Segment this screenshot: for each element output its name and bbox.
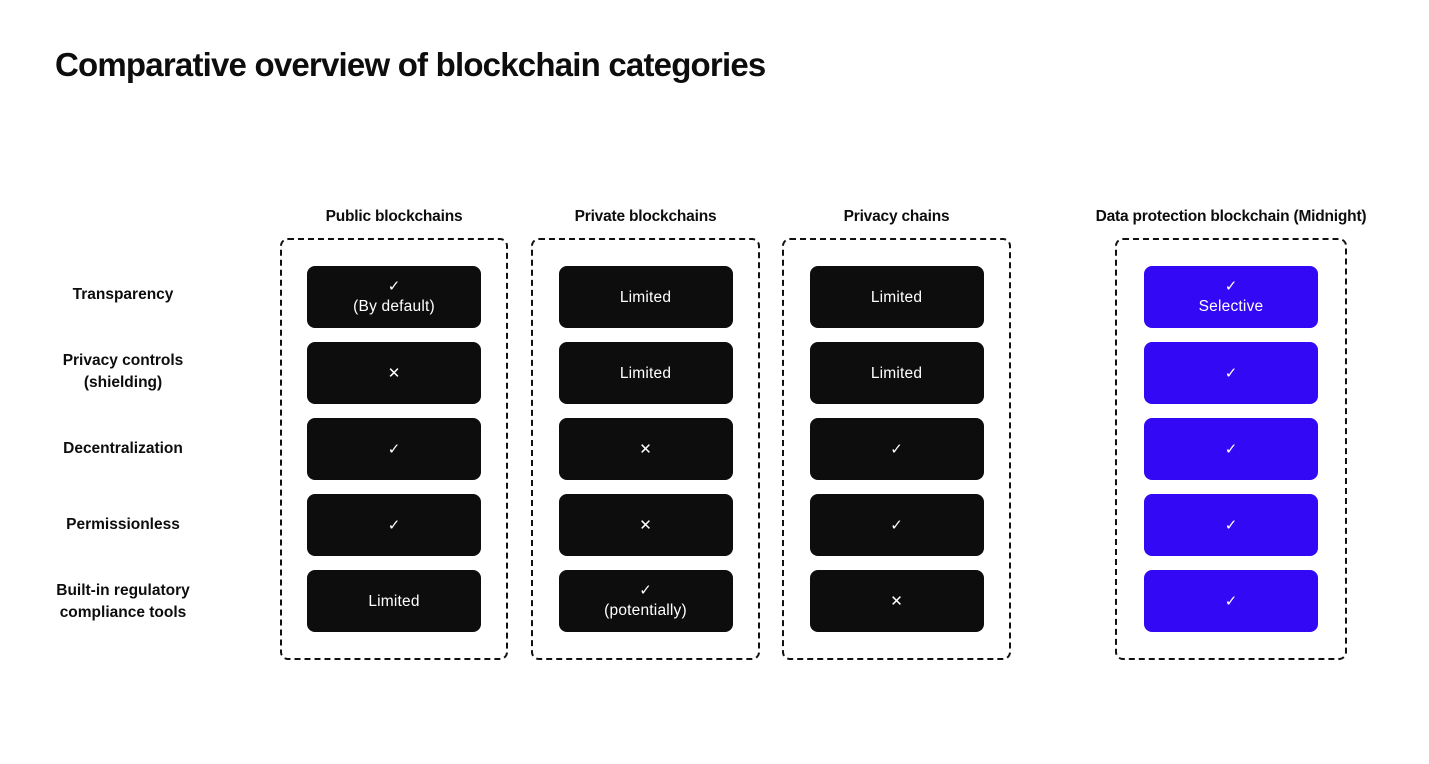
- matrix-cell: ✓ (By default): [307, 266, 481, 328]
- row-arrow: [201, 288, 279, 306]
- column-header: Private blockchains: [574, 208, 717, 225]
- cross-icon: ✕: [890, 591, 903, 610]
- row-label-line: Privacy controls: [62, 352, 184, 369]
- check-icon: ✓: [1224, 277, 1238, 295]
- check-icon: ✓: [639, 581, 652, 599]
- row-arrow: [201, 592, 279, 610]
- link-arrow: [1024, 516, 1101, 534]
- row-label-transparency: Transparency: [23, 284, 223, 306]
- matrix-cell: ✓: [809, 494, 984, 556]
- link-arrow: [1024, 364, 1101, 382]
- link-arrow: [1024, 440, 1101, 458]
- column-outline: Limited Limited ✓ ✓ ✕: [782, 238, 1011, 660]
- cell-text: Limited: [870, 288, 923, 306]
- check-icon: ✓: [1224, 439, 1238, 458]
- column-header: Data protection blockchain (Midnight): [1095, 208, 1367, 225]
- matrix-cell: ✓: [1144, 418, 1318, 480]
- row-label-permissionless: Permissionless: [23, 514, 223, 536]
- matrix-cell: Limited: [809, 342, 984, 404]
- column-header: Privacy chains: [843, 208, 950, 225]
- cell-text: (potentially): [604, 602, 687, 619]
- cell-text: Selective: [1198, 298, 1264, 315]
- row-arrow: [201, 364, 279, 382]
- cell-text: Limited: [870, 364, 923, 382]
- matrix-cell: ✕: [558, 494, 733, 556]
- matrix-cell: ✓: [809, 418, 984, 480]
- matrix-cell: Limited: [558, 342, 733, 404]
- check-icon: ✓: [387, 439, 401, 458]
- matrix-cell: ✓ (potentially): [558, 570, 733, 632]
- matrix-cell: ✓: [307, 494, 481, 556]
- row-label-line: Permissionless: [66, 516, 180, 533]
- matrix-cell: ✓: [1144, 494, 1318, 556]
- cross-icon: ✕: [639, 515, 652, 534]
- matrix-cell: ✓: [1144, 570, 1318, 632]
- check-icon: ✓: [387, 277, 401, 295]
- cell-text: Limited: [368, 592, 420, 610]
- row-label-line: (shielding): [83, 374, 163, 391]
- cell-text: Limited: [619, 364, 672, 382]
- matrix-cell: Limited: [307, 570, 481, 632]
- row-label-decentralization: Decentralization: [23, 438, 223, 460]
- matrix-cell: ✕: [558, 418, 733, 480]
- check-icon: ✓: [890, 515, 903, 534]
- matrix-cell: ✓: [1144, 342, 1318, 404]
- row-label-line: Transparency: [72, 286, 174, 303]
- row-arrow: [201, 516, 279, 534]
- cross-icon: ✕: [387, 363, 401, 382]
- check-icon: ✓: [387, 515, 401, 534]
- check-icon: ✓: [1224, 515, 1238, 534]
- column-outline: ✓ (By default) ✕ ✓ ✓ Limited: [280, 238, 508, 660]
- page-title: Comparative overview of blockchain categ…: [55, 46, 766, 83]
- row-label-privacy-controls: Privacy controls (shielding): [23, 350, 223, 394]
- cell-text: Limited: [619, 288, 672, 306]
- matrix-cell: ✕: [307, 342, 481, 404]
- check-icon: ✓: [1224, 363, 1238, 382]
- matrix-cell: ✓ Selective: [1144, 266, 1318, 328]
- column-outline: ✓ Selective ✓ ✓ ✓ ✓: [1115, 238, 1347, 660]
- cross-icon: ✕: [639, 439, 652, 458]
- column-outline: Limited Limited ✕ ✕ ✓ (potentially): [531, 238, 760, 660]
- row-label-regulatory-compliance: Built-in regulatory compliance tools: [23, 580, 223, 624]
- link-arrow: [1024, 288, 1101, 306]
- link-arrow: [1024, 592, 1101, 610]
- matrix-cell: Limited: [809, 266, 984, 328]
- column-header: Public blockchains: [325, 208, 463, 225]
- matrix-cell: ✓: [307, 418, 481, 480]
- check-icon: ✓: [1224, 591, 1238, 610]
- row-label-line: compliance tools: [59, 604, 187, 621]
- matrix-cell: Limited: [558, 266, 733, 328]
- row-label-line: Decentralization: [63, 440, 183, 457]
- matrix-cell: ✕: [809, 570, 984, 632]
- cell-text: (By default): [353, 298, 435, 315]
- row-label-line: Built-in regulatory: [56, 582, 190, 599]
- check-icon: ✓: [890, 439, 903, 458]
- row-arrow: [201, 440, 279, 458]
